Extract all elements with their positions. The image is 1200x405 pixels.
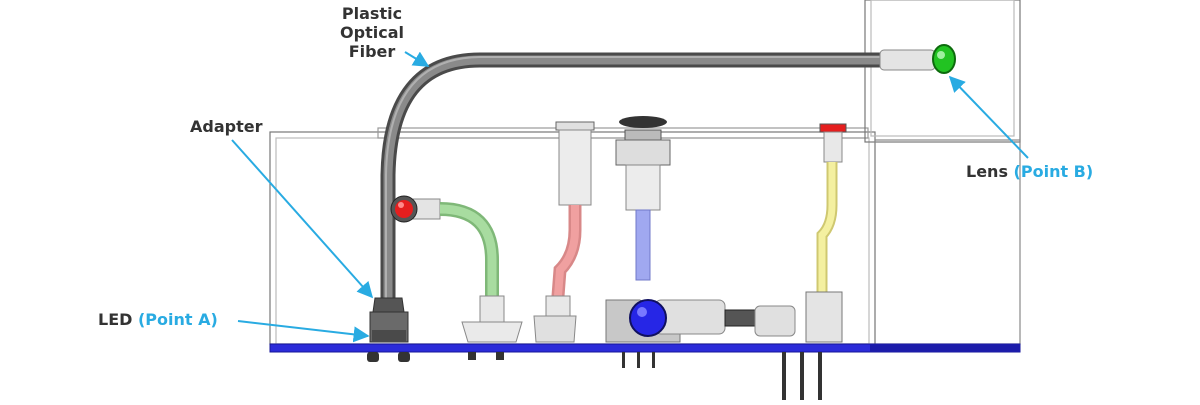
callout-lines xyxy=(231,51,1029,343)
blue-indicator-assembly xyxy=(605,116,796,343)
plastic-optical-fiber xyxy=(380,52,880,300)
plastic-optical-fiber-label: Plastic Optical Fiber xyxy=(328,4,416,61)
yellow-light-pipe-assembly xyxy=(805,123,847,343)
lens-label: Lens (Point B) xyxy=(966,162,1093,181)
lens-callout xyxy=(948,75,1029,159)
lens-label-text: Lens xyxy=(966,162,1008,181)
adapter-label: Adapter xyxy=(190,117,262,136)
led-label: LED (Point A) xyxy=(98,310,218,329)
fiber-callout xyxy=(404,51,430,67)
fiber-label-line-3: Fiber xyxy=(348,42,396,61)
adapter xyxy=(369,297,409,343)
pcb-board-right-section xyxy=(870,344,1020,352)
fiber-label-line-1: Plastic xyxy=(341,4,403,23)
led-label-text: LED xyxy=(98,310,133,329)
enclosure-upper xyxy=(864,0,1021,345)
lens-point-label: (Point B) xyxy=(1013,162,1094,181)
led-callout xyxy=(237,320,370,343)
red-light-pipe-assembly xyxy=(533,121,595,343)
fiber-label-line-2: Optical xyxy=(340,23,404,42)
adapter-callout xyxy=(231,139,374,299)
lens-assembly-b xyxy=(879,44,956,74)
pcb-pins xyxy=(367,352,822,400)
led-point-label: (Point A) xyxy=(137,310,218,329)
adapter-label-text: Adapter xyxy=(190,117,263,136)
red-indicator-assembly xyxy=(390,195,523,343)
